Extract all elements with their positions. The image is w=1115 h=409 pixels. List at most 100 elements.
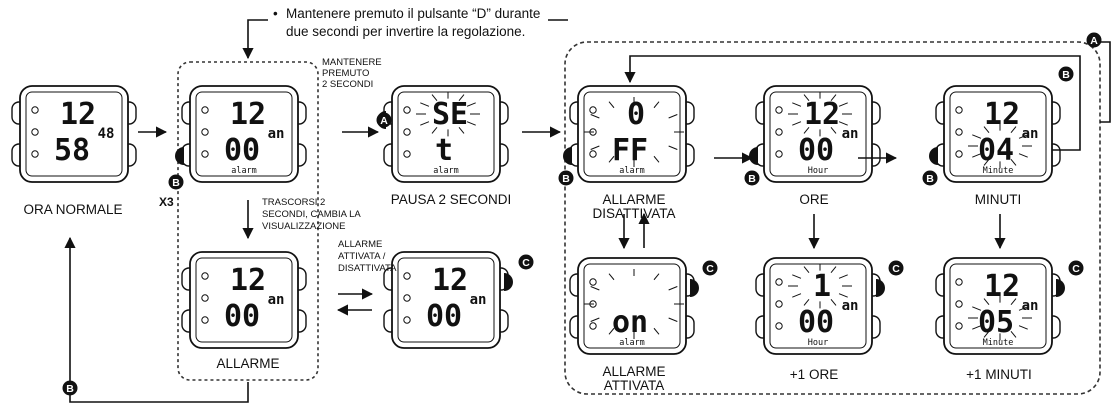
status-icon [775,128,783,136]
flash-ray [458,127,465,134]
pressed-button [504,273,513,291]
badge-letter: B [66,383,74,395]
badge-letter: B [172,177,180,189]
status-icon [955,106,963,114]
watch-case [763,85,873,183]
label-onoff-3: DISATTIVATA [338,263,397,274]
status-icon [955,278,963,286]
flash-rays [416,91,480,137]
badge-letter: A [1090,35,1098,47]
watch-case [189,85,299,183]
flash-ray [1010,331,1017,338]
flash-ray [590,286,600,291]
watch-screen [769,263,867,349]
display-top: 1 [813,269,831,304]
flash-rays [968,123,1032,169]
badge-circle [168,174,184,190]
flash-ray [803,127,810,134]
badge-letter: B [748,173,756,185]
display-top: 12 [432,263,468,298]
flash-ray [792,274,802,279]
flash-ray [1010,126,1017,133]
display-bottom: 04 [978,133,1014,168]
flash-rays [584,97,684,167]
display-subtitle: Hour [808,166,828,176]
display-side: an [470,292,487,308]
display-side: an [842,298,859,314]
watch-case [391,85,501,183]
pressed-button [563,147,572,165]
flash-ray [972,134,982,139]
label-times-three: X3 [159,195,174,209]
display-top: 12 [230,97,266,132]
badge-circle [1068,260,1084,276]
display-subtitle: Hour [808,338,828,348]
flash-ray [830,299,837,306]
flash-ray [668,286,678,291]
status-icon [955,300,963,308]
display-subtitle: Minute [983,166,1014,176]
display-bottom: 00 [224,299,260,334]
button-badge-c: C [1068,260,1084,276]
flash-ray [792,121,802,126]
badge-circle [744,170,760,186]
badge-circle [62,380,78,396]
watch-screen [583,91,681,177]
badge-circle [518,254,534,270]
caption-alarm-on-1: ALLARME [602,364,666,379]
badge-letter: C [892,263,900,275]
display-top: 12 [230,263,266,298]
caption-alarm-on-2: ATTIVATA [603,378,665,393]
flash-ray [983,298,990,305]
status-icon [201,150,209,158]
status-icon [201,294,209,302]
pressed-button [929,147,938,165]
label-hold-2: PREMUTO [322,68,370,79]
arrow-return-to-normal [64,236,249,403]
status-icon [775,278,783,286]
badge-circle [558,170,574,186]
display-subtitle: alarm [619,338,645,348]
badge-letter: B [1062,69,1070,81]
button-badge-a: A [376,112,392,128]
watch-screen [397,257,495,343]
display-top: 12 [984,97,1020,132]
badge-circle [1058,66,1074,82]
flash-ray [983,331,990,338]
button-badge-b: B [744,170,760,186]
watch-case [19,85,129,183]
flash-ray [792,102,802,107]
flash-ray [972,153,982,158]
flash-ray [668,317,678,322]
flash-ray [1010,298,1017,305]
display-bottom: 00 [798,305,834,340]
badge-circle [702,260,718,276]
badge-circle [922,170,938,186]
flash-ray [972,325,982,330]
button-badge-b: B [168,174,184,190]
badge-letter: C [1072,263,1080,275]
status-icon [589,150,597,158]
label-onoff-2: ATTIVATA / [338,251,386,262]
flash-ray [431,94,438,101]
flash-ray [792,293,802,298]
flash-rays [788,263,852,309]
button-badge-b: B [1058,66,1074,82]
display-side: an [268,126,285,142]
watch-screen [949,263,1047,349]
flash-ray [830,94,837,101]
display-bottom: 00 [224,133,260,168]
status-icon [403,272,411,280]
button-badge-b: B [62,380,78,396]
caption-plus-minutes: +1 MINUTI [966,367,1032,382]
watch-screen [583,263,681,349]
button-badge-b: B [558,170,574,186]
status-icon [31,128,39,136]
label-hold-1: MANTENERE [322,57,382,68]
status-icon [775,300,783,308]
